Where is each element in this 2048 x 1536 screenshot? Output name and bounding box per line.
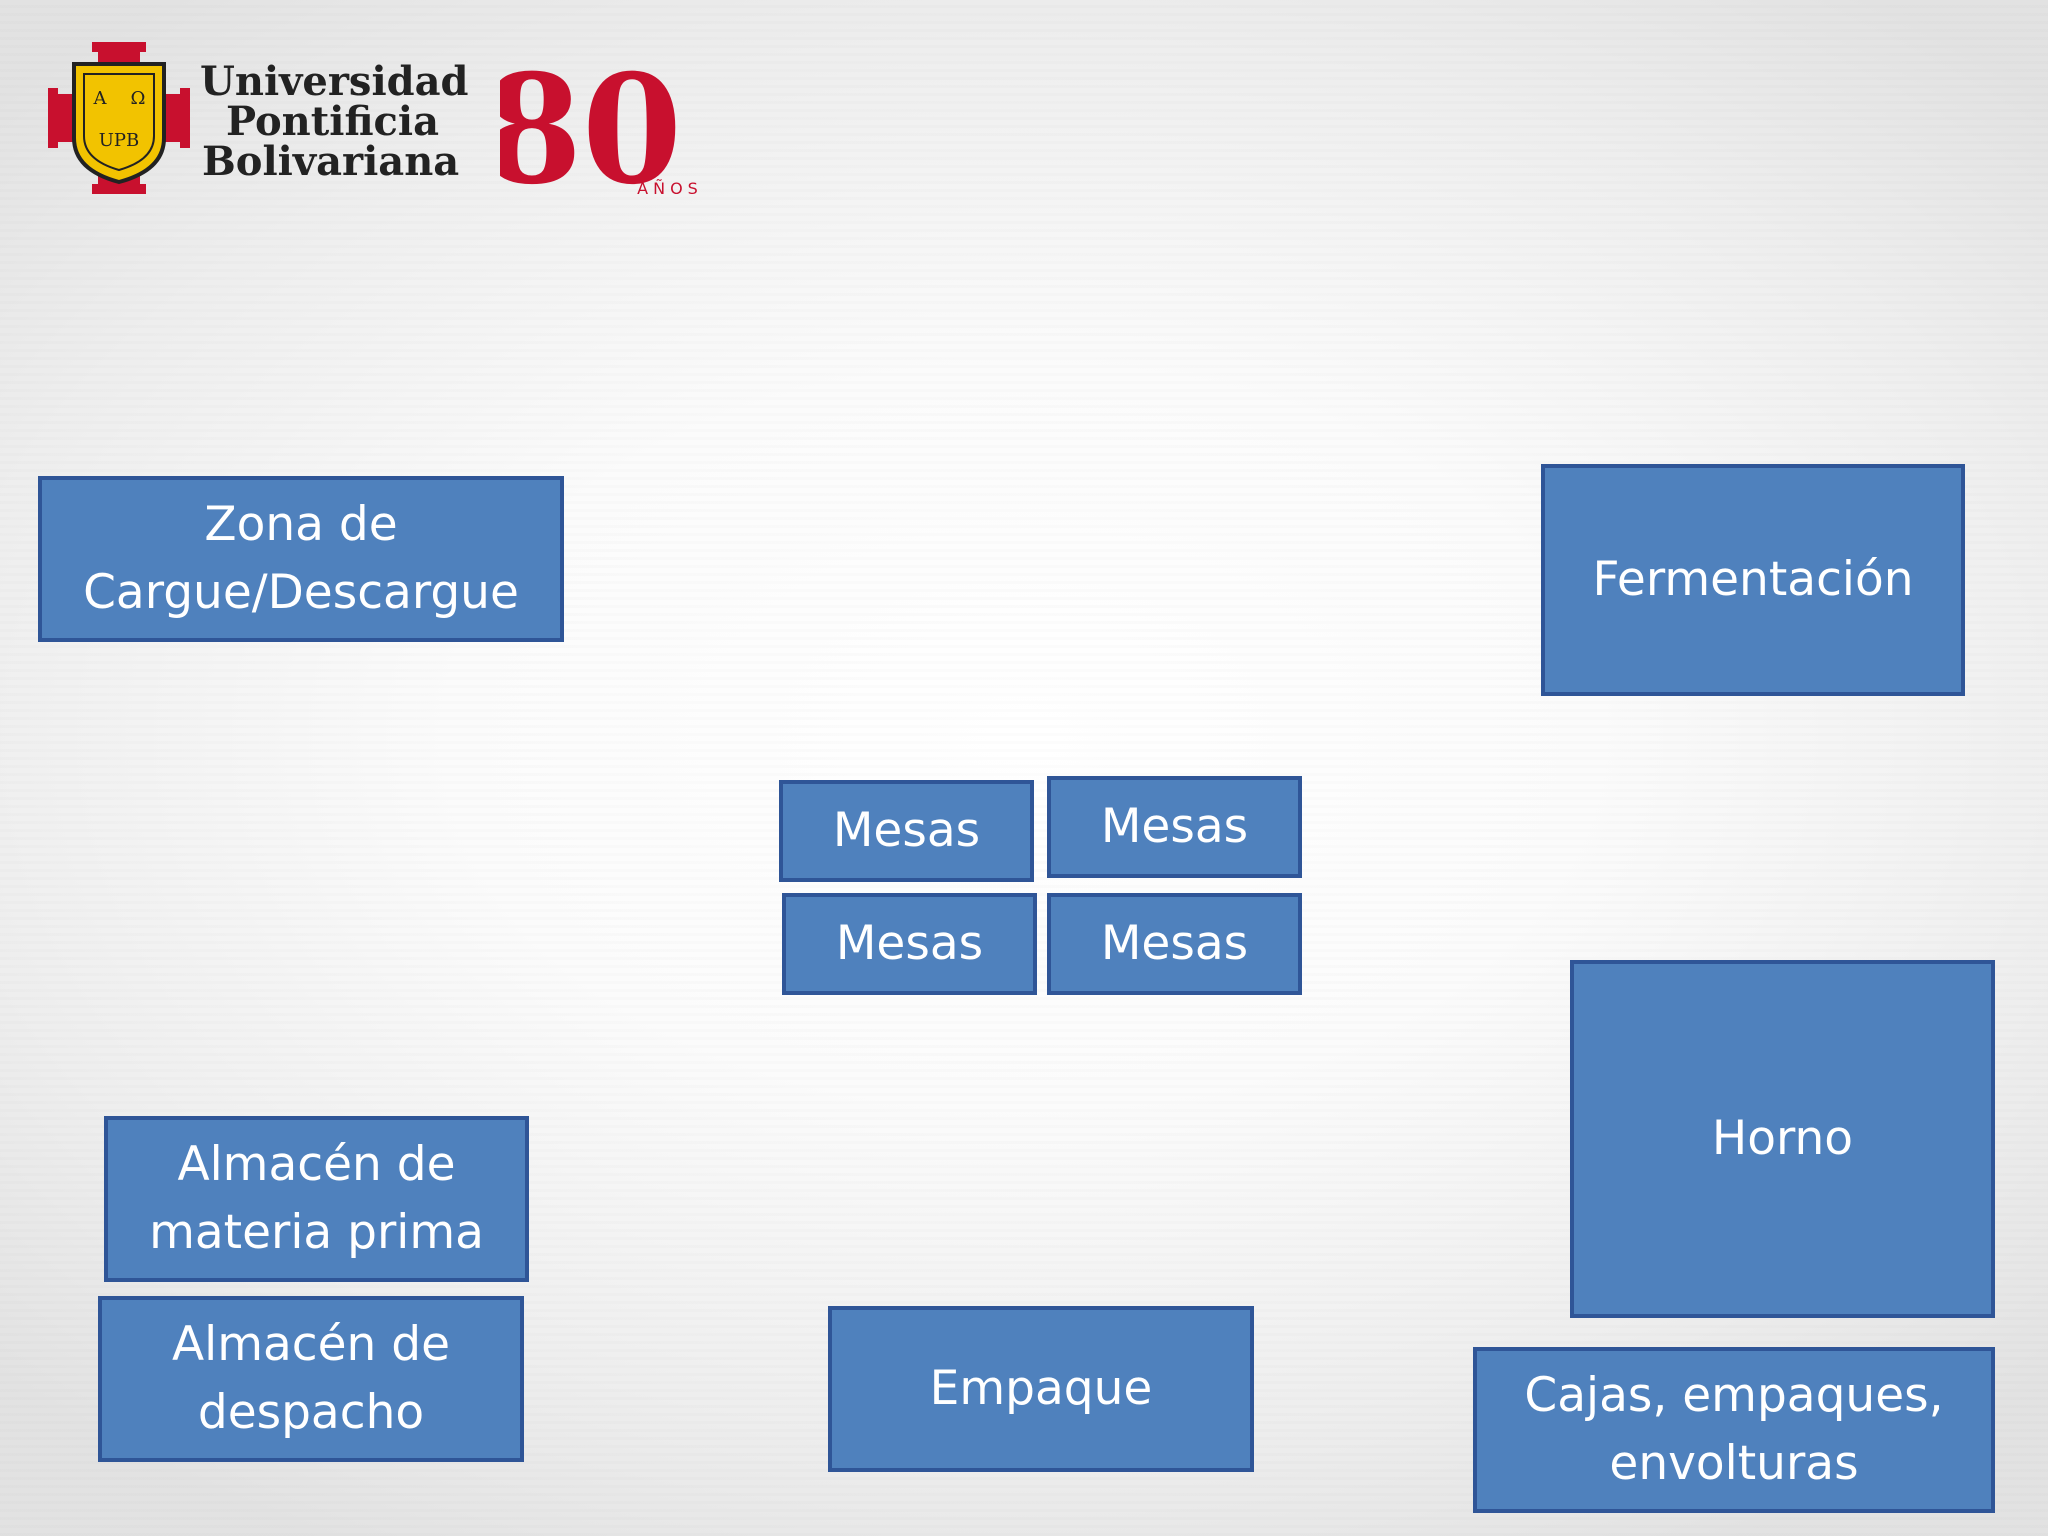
mesas-box-4: Mesas [1047, 893, 1302, 995]
cajas-empaques-envolturas-box: Cajas, empaques, envolturas [1473, 1347, 1995, 1513]
university-name-line-1: Universidad [200, 58, 469, 105]
crest-letter-upb: UPB [99, 130, 140, 151]
fermentacion-box: Fermentación [1541, 464, 1965, 696]
crest-letter-omega: Ω [131, 88, 146, 109]
mesas-box-3: Mesas [782, 893, 1037, 995]
horno-box: Horno [1570, 960, 1995, 1318]
anniversary-number: 80 [500, 60, 682, 196]
anniversary-80-badge: 80 AÑOS [500, 60, 703, 196]
empaque-box: Empaque [828, 1306, 1254, 1472]
university-name: Universidad Pontificia Bolivariana [196, 62, 469, 182]
university-name-line-3: Bolivariana [202, 138, 460, 185]
mesas-box-1: Mesas [779, 780, 1034, 882]
university-name-line-2: Pontificia [226, 98, 439, 145]
crest-letter-alpha: A [93, 88, 108, 109]
university-crest-icon: A Ω UPB [48, 42, 190, 194]
almacen-materia-prima-box: Almacén de materia prima [104, 1116, 529, 1282]
university-logo: A Ω UPB Universidad Pontificia Bolivaria… [48, 42, 728, 202]
zona-cargue-descargue-box: Zona de Cargue/Descargue [38, 476, 564, 642]
mesas-box-2: Mesas [1047, 776, 1302, 878]
almacen-despacho-box: Almacén de despacho [98, 1296, 524, 1462]
anniversary-label: AÑOS [637, 179, 703, 196]
